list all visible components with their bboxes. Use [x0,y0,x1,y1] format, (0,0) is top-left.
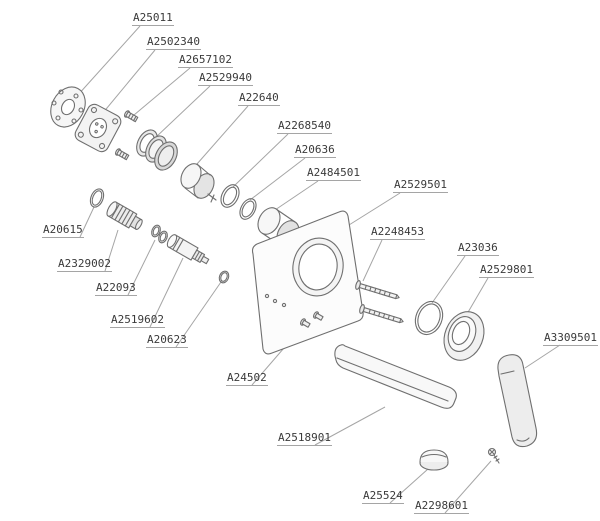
part-o-ring-large [414,300,444,336]
part-label-a20623: A20623 [146,333,188,348]
part-cartridge-stem [166,234,210,265]
part-label-a25524: A25524 [362,489,404,504]
part-label-a2529801: A2529801 [479,263,534,278]
leader-lines [76,25,561,514]
part-label-a20615: A20615 [42,223,84,238]
part-cartridge-body [180,163,217,203]
part-label-a2268540: A2268540 [277,119,332,134]
part-aerator-cap [419,449,449,471]
part-label-a3309501: A3309501 [543,331,598,346]
part-label-a2329002: A2329002 [57,257,112,272]
part-ring-stack [136,129,178,171]
part-label-a25011: A25011 [132,11,174,26]
part-label-a2298601: A2298601 [414,499,469,514]
part-seal-ring-large [220,184,240,208]
part-label-a2519602: A2519602 [110,313,165,328]
part-wall-plate [251,210,364,355]
part-label-a22640: A22640 [238,91,280,106]
part-label-a2529940: A2529940 [198,71,253,86]
part-label-a2529501: A2529501 [393,178,448,193]
part-label-a24502: A24502 [226,371,268,386]
part-threaded-adapter [106,201,143,230]
part-set-screw [487,447,500,464]
part-o-rings-small [151,224,168,244]
part-label-a2518901: A2518901 [277,431,332,446]
part-retaining-ring [89,188,105,208]
part-escutcheon-ring [443,311,485,361]
part-small-plugs [299,311,324,328]
part-label-a20636: A20636 [294,143,336,158]
part-wall-flange [50,86,86,128]
part-long-screws [355,280,404,324]
part-o-ring [239,198,257,220]
part-label-a2484501: A2484501 [306,166,361,181]
part-label-a2248453: A2248453 [370,225,425,240]
part-handle-lever [497,354,538,448]
part-label-a2502340: A2502340 [146,35,201,50]
part-circlip [218,270,230,284]
part-fixing-screws [114,110,139,161]
part-label-a22093: A22093 [95,281,137,296]
part-label-a2657102: A2657102 [178,53,233,68]
part-spout [334,344,457,409]
part-label-a23036: A23036 [457,241,499,256]
part-mounting-plate [74,103,122,153]
